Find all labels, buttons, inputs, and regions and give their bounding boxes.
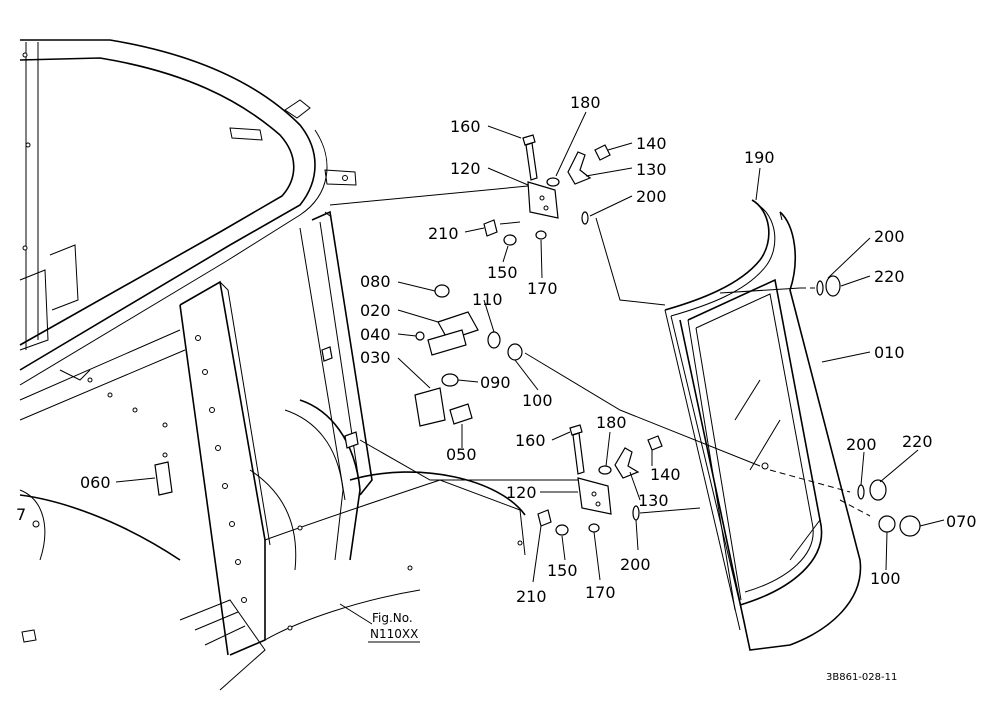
label-170-upper: 170 [527,279,558,298]
label-180-upper: 180 [570,93,601,112]
label-190: 190 [744,148,775,167]
fig-ref-title: Fig.No. [372,611,413,625]
label-160-lower: 160 [515,431,546,450]
label-170-lower: 170 [585,583,616,602]
label-120-lower: 120 [506,483,537,502]
drawing-code: 3B861-028-11 [826,672,897,683]
label-180-lower: 180 [596,413,627,432]
cab-frame [19,39,526,691]
label-150-lower: 150 [547,561,578,580]
label-010: 010 [874,343,905,362]
door-glass-assembly [664,199,862,651]
label-080: 080 [360,272,391,291]
label-200-lower-right: 200 [846,435,877,454]
part-labels: 160 180 140 120 130 200 210 150 170 190 … [80,93,977,606]
right-fasteners [816,275,921,537]
label-200-upper-hinge: 200 [636,187,667,206]
label-040: 040 [360,325,391,344]
label-050: 050 [446,445,477,464]
figure-reference: Fig.No. N110XX [368,611,420,643]
label-140-upper: 140 [636,134,667,153]
label-140-lower: 140 [650,465,681,484]
label-220-lower: 220 [902,432,933,451]
label-120-upper: 120 [450,159,481,178]
label-130-upper: 130 [636,160,667,179]
label-070: 070 [946,512,977,531]
lower-hinge-group [537,424,663,536]
fig-ref-number: N110XX [370,627,418,641]
label-030: 030 [360,348,391,367]
label-220-upper: 220 [874,267,905,286]
label-110: 110 [472,290,503,309]
label-200-upper-right: 200 [874,227,905,246]
label-210-lower: 210 [516,587,547,606]
label-130-lower: 130 [638,491,669,510]
leader-lines [115,111,945,625]
corner-mark: 7 [16,505,26,524]
label-090: 090 [480,373,511,392]
label-160-upper: 160 [450,117,481,136]
label-200-lower-hinge: 200 [620,555,651,574]
label-150-upper: 150 [487,263,518,282]
label-060: 060 [80,473,111,492]
label-210-upper: 210 [428,224,459,243]
upper-hinge-group [483,134,611,246]
label-020: 020 [360,301,391,320]
label-100-middle: 100 [522,391,553,410]
middle-latch-group [154,284,523,496]
label-100-right: 100 [870,569,901,588]
